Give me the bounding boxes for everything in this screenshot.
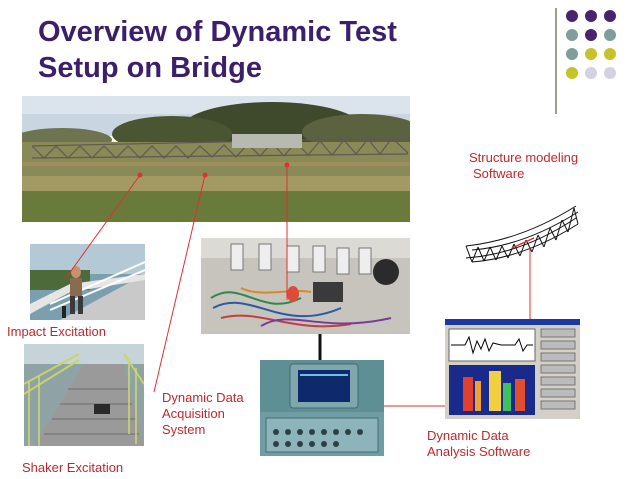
decorative-dot	[604, 48, 616, 60]
connector-impact	[65, 174, 141, 279]
decorative-dot	[604, 67, 616, 79]
impact-excitation-photo	[30, 244, 145, 320]
decorative-dot	[585, 67, 597, 79]
connector-shaker	[153, 174, 206, 393]
decorative-dot	[604, 29, 616, 41]
title-line-1: Overview of Dynamic Test	[38, 16, 397, 48]
decorative-dot	[604, 10, 616, 22]
truss-model-image	[462, 200, 582, 268]
shaker-excitation-label: Shaker Excitation	[22, 460, 124, 475]
analysis-software-label: Dynamic Data Analysis Software	[427, 428, 531, 459]
decorative-dot	[566, 48, 578, 60]
sensors-cables-photo	[201, 238, 410, 334]
daq-label: Dynamic Data Acquisition System	[162, 390, 244, 437]
decorative-dot	[585, 29, 597, 41]
structure-modeling-label: Structure modeling Software	[469, 150, 579, 181]
daq-system-photo	[260, 360, 384, 456]
decorative-dot	[585, 10, 597, 22]
decorative-dot	[566, 10, 578, 22]
impact-excitation-label: Impact Excitation	[7, 324, 106, 339]
decorative-dot	[566, 29, 578, 41]
decorative-dot	[585, 48, 597, 60]
title-line-2: Setup on Bridge	[38, 52, 262, 84]
analysis-software-screenshot	[445, 319, 580, 419]
shaker-excitation-photo	[24, 344, 144, 446]
bridge-photo	[22, 96, 410, 222]
title-divider	[555, 8, 557, 114]
slide-title: Overview of Dynamic Test Setup on Bridge	[38, 14, 508, 86]
decorative-dot	[566, 67, 578, 79]
